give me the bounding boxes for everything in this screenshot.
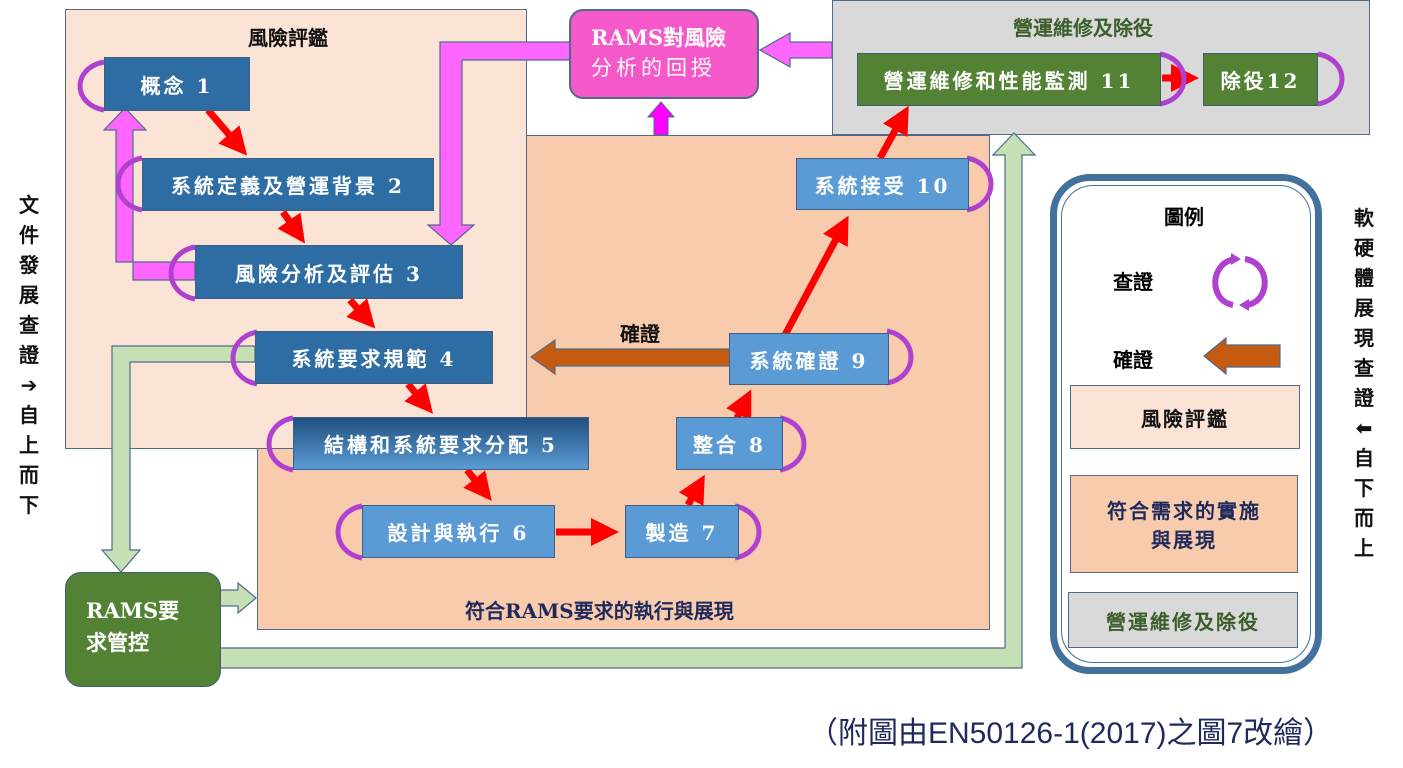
rams-control-line-2: 求管控 bbox=[86, 630, 149, 655]
loop-phase10 bbox=[966, 155, 994, 213]
left-char: 件 bbox=[19, 223, 39, 247]
requirements-arrow-down bbox=[100, 345, 256, 573]
phase-9-box[interactable]: 系統確證 9 bbox=[729, 333, 889, 385]
right-char: 而 bbox=[1354, 506, 1374, 530]
legend-implementation-swatch: 符合需求的實施 與展現 bbox=[1070, 475, 1298, 573]
left-char: 上 bbox=[19, 433, 39, 457]
right-char: ⬅ bbox=[1355, 416, 1373, 440]
phase-2-box[interactable]: 系統定義及營運背景 2 bbox=[142, 158, 434, 211]
requirements-arrow-right bbox=[219, 581, 257, 615]
right-char: 自 bbox=[1354, 446, 1374, 470]
flow-10-11 bbox=[876, 105, 909, 160]
legend-risk-assessment-swatch: 風險評鑑 bbox=[1070, 385, 1300, 449]
right-char: 查 bbox=[1354, 356, 1374, 380]
loop-phase3 bbox=[168, 244, 196, 302]
left-char: 而 bbox=[19, 463, 39, 487]
right-char: 上 bbox=[1354, 536, 1374, 560]
validation-arrow bbox=[529, 338, 731, 376]
rams-risk-feedback-box[interactable]: RAMS對風險 分析的回授 bbox=[569, 9, 759, 99]
figure-caption: （附圖由EN50126-1(2017)之圖7改繪） bbox=[808, 717, 1334, 750]
left-char: ➔ bbox=[20, 373, 38, 397]
verification-loops bbox=[77, 51, 1345, 561]
legend-impl-line-2: 與展現 bbox=[1151, 528, 1217, 552]
feedback-arrow-impl-up bbox=[646, 101, 676, 136]
loop-phase8 bbox=[779, 415, 807, 473]
rams-control-line-1: RAMS要 bbox=[86, 598, 180, 623]
flow-1-2 bbox=[205, 107, 248, 156]
phase-11-box[interactable]: 營運維修和性能監測 11 bbox=[857, 53, 1161, 106]
left-char: 查 bbox=[19, 313, 39, 337]
loop-phase1 bbox=[77, 59, 105, 113]
loop-phase11 bbox=[1159, 51, 1187, 107]
flow-8-9 bbox=[726, 389, 752, 421]
loop-phase5 bbox=[266, 415, 294, 473]
loop-phase2 bbox=[115, 155, 143, 213]
requirements-arrow-up bbox=[219, 132, 1037, 669]
flow-arrows bbox=[205, 64, 1199, 546]
left-char: 證 bbox=[19, 343, 39, 367]
left-char: 發 bbox=[19, 253, 39, 277]
validation-arrow-label: 確證 bbox=[620, 322, 660, 346]
impl-region-title: 符合RAMS要求的執行與展現 bbox=[465, 599, 734, 623]
right-char: 展 bbox=[1354, 296, 1374, 320]
flow-4-5 bbox=[404, 381, 434, 414]
phase-7-box[interactable]: 製造 7 bbox=[625, 505, 739, 558]
feedback-arrow-phase3-to-phase1 bbox=[102, 107, 196, 281]
phase-12-box[interactable]: 除役12 bbox=[1203, 53, 1318, 106]
validation-arrow-icon bbox=[1203, 337, 1281, 376]
legend-verification-label: 查證 bbox=[1113, 270, 1153, 294]
left-char: 下 bbox=[19, 493, 39, 517]
rams-requirements-control-box[interactable]: RAMS要 求管控 bbox=[65, 572, 221, 687]
legend-title: 圖例 bbox=[1164, 205, 1204, 229]
flow-2-3 bbox=[277, 209, 306, 244]
feedback-line-1: RAMS對風險 bbox=[591, 25, 727, 50]
loop-phase9 bbox=[886, 328, 914, 386]
legend-operation-swatch: 營運維修及除役 bbox=[1068, 592, 1298, 648]
right-char: 下 bbox=[1354, 476, 1374, 500]
feedback-line-2: 分析的回授 bbox=[591, 56, 716, 80]
verification-loop-icon bbox=[1212, 253, 1268, 311]
bottom-up-verification-label: 軟硬體展現查證 ⬅ 自下而上 bbox=[1349, 203, 1379, 563]
top-down-verification-label: 文件發展查證 ➔ 自上而下 bbox=[14, 190, 44, 520]
feedback-arrow-ops-left bbox=[758, 31, 833, 69]
phase-1-box[interactable]: 概念 1 bbox=[104, 57, 250, 111]
flow-9-10 bbox=[781, 215, 849, 337]
right-char: 現 bbox=[1354, 326, 1374, 350]
loop-phase4 bbox=[230, 329, 258, 387]
phase-5-box[interactable]: 結構和系統要求分配 5 bbox=[293, 417, 589, 470]
legend-panel: 圖例 查證 確證 風險評鑑 符合需求的實施 與展現 營運維修及除役 bbox=[1050, 174, 1322, 674]
right-char: 硬 bbox=[1354, 236, 1374, 260]
loop-phase12 bbox=[1317, 51, 1345, 107]
flow-7-8 bbox=[678, 474, 705, 507]
left-char: 文 bbox=[19, 193, 39, 217]
legend-inner-border bbox=[1061, 185, 1311, 663]
loop-phase6 bbox=[335, 503, 363, 561]
feedback-arrow-to-phase3 bbox=[426, 41, 571, 246]
phase-10-box[interactable]: 系統接受 10 bbox=[796, 158, 969, 210]
ops-region-title: 營運維修及除役 bbox=[1013, 16, 1153, 40]
left-char: 自 bbox=[19, 403, 39, 427]
phase-6-box[interactable]: 設計與執行 6 bbox=[362, 505, 555, 558]
phase-8-box[interactable]: 整合 8 bbox=[676, 417, 783, 470]
loop-phase7 bbox=[734, 503, 762, 561]
flow-3-4 bbox=[346, 297, 376, 329]
legend-validation-label: 確證 bbox=[1113, 348, 1153, 372]
left-char: 展 bbox=[19, 283, 39, 307]
right-char: 體 bbox=[1354, 266, 1374, 290]
legend-risk-label: 風險評鑑 bbox=[1141, 406, 1229, 431]
phase-3-box[interactable]: 風險分析及評估 3 bbox=[195, 245, 463, 299]
legend-impl-line-1: 符合需求的實施 bbox=[1107, 499, 1261, 523]
phase-4-box[interactable]: 系統要求規範 4 bbox=[255, 331, 493, 384]
flow-5-6 bbox=[463, 467, 492, 501]
legend-ops-label: 營運維修及除役 bbox=[1106, 609, 1260, 634]
risk-region-title: 風險評鑑 bbox=[248, 26, 328, 50]
right-char: 證 bbox=[1354, 386, 1374, 410]
right-char: 軟 bbox=[1354, 206, 1374, 230]
